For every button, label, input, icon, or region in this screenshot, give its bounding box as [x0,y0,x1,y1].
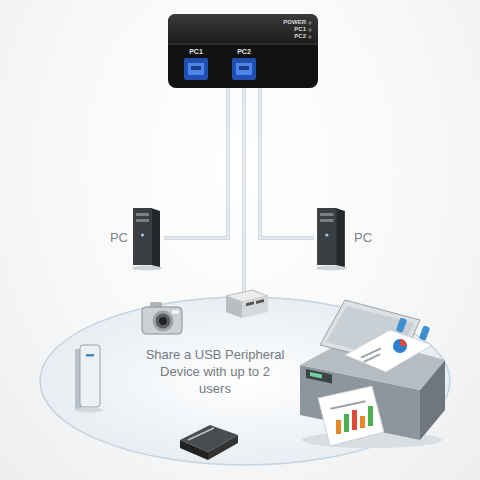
printer-icon-part [361,347,382,358]
printer-icon-part [393,339,407,353]
camera-icon-part [142,307,182,334]
printer-icon-part [419,325,430,341]
usb-switch-box-outline-part [168,14,318,88]
pc-node-outline-part [317,208,337,265]
printer-icon-part [396,317,407,333]
pc-node-outline-part [133,208,152,265]
description-text-holder: Share a USB Peripheral Device with up to… [145,347,285,398]
printer-icon-part [344,414,349,432]
usb-hub-icon-part [242,296,268,318]
pc-node: PC [100,205,164,271]
printer-icon-part [368,406,373,426]
printer-icon-part [352,410,357,430]
cable-highlight [260,88,314,238]
usb-switch-box-outline-part [308,35,312,39]
printer-icon-part [345,330,432,372]
port-label-holder: PC1 [176,48,216,55]
pc-node-outline-part [136,219,149,222]
printer-icon-part [318,386,384,446]
pc-node-outline-part [136,213,149,216]
cable-line [260,88,314,238]
card-reader-icon [180,425,238,460]
cable-connector [244,88,245,295]
hard-drive-icon-part [86,354,94,357]
usb-switch-box-outline-part [168,14,318,44]
led-label: POWER [268,19,306,25]
pc-node-outline-part [336,208,345,267]
usb-hub-icon-part [226,296,242,318]
usb-switch-box-outline-part [168,44,318,45]
pc-node-outline [314,205,386,271]
camera-icon-part [154,312,172,330]
pc-node-outline [100,205,164,271]
share-ellipse-outline-part [40,297,450,465]
printer-icon [300,300,445,448]
cable-connector [260,88,314,238]
usb-hub-icon-part [256,299,264,304]
usb-switch-box-outline-part [308,21,312,25]
hard-drive-icon-part [75,408,103,413]
printer-icon-part [400,339,407,346]
usb-hub-icon-part [246,301,254,306]
pc-node-outline-part [320,213,333,216]
hard-drive-icon-part [80,345,100,407]
pc-label-holder: PC [100,231,128,244]
printer-icon-part [336,420,341,434]
pc-node-outline-part [151,208,160,267]
usb-switch-box-outline-part [308,28,312,32]
printer-icon-part [360,416,365,428]
led-label-holder: PC2 [268,33,306,39]
usb-switch-box-outline-part [184,58,208,80]
cable-line [242,88,246,295]
cable-highlight [243,88,244,295]
printer-icon-part [310,372,322,379]
usb-switch-box-outline-part [232,58,256,80]
pc-node: PC [314,205,386,271]
led-label-holder: PC1 [268,26,306,32]
port-label: PC1 [176,48,216,55]
card-reader-icon-part [180,425,238,452]
usb-hub-icon [226,290,268,318]
usb-switch-box: PC1PC2POWERPC1PC2 [168,14,318,88]
printer-icon-part [330,400,366,409]
printer-icon-part [363,353,380,362]
printer-icon-part [306,369,332,384]
led-label: PC2 [268,33,306,39]
pc-node-outline-part [320,219,333,222]
camera-icon [142,302,182,334]
description-text: Share a USB Peripheral Device with up to… [145,347,285,398]
pc-label: PC [354,231,384,244]
cable-line [164,88,228,238]
usb-switch-box-outline-part [188,63,204,75]
pc-label-holder: PC [354,231,384,244]
led-label-holder: POWER [268,19,306,25]
camera-icon-part [172,310,179,314]
port-label: PC2 [224,48,264,55]
card-reader-icon-part [188,428,214,440]
hard-drive-icon [75,345,103,413]
pc-node-outline-part [325,233,328,236]
usb-switch-box-outline-part [236,63,252,75]
pc-node-outline-part [141,233,144,236]
port-label-holder: PC2 [224,48,264,55]
pc-label: PC [100,231,128,244]
camera-icon-part [159,317,167,325]
usb-switch-box-outline-part [191,66,201,70]
led-label: PC1 [268,26,306,32]
usb-switch-box-outline-part [239,66,249,70]
cable-connector [164,88,228,238]
cable-highlight [164,88,228,238]
